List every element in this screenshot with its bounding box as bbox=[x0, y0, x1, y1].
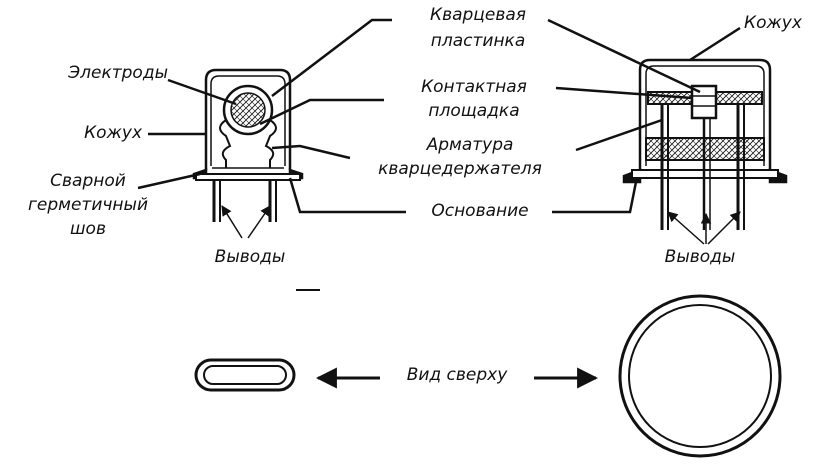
label-holder-fittings-1: Арматура bbox=[426, 135, 514, 155]
label-holder-fittings-2: кварцедержателя bbox=[378, 159, 542, 179]
label-leads-right: Выводы bbox=[664, 247, 736, 267]
left-base bbox=[195, 173, 301, 181]
left-casing bbox=[204, 68, 292, 170]
label-casing-right: Кожух bbox=[744, 13, 802, 33]
label-welded-seam-3: шов bbox=[70, 219, 106, 239]
label-electrodes: Электроды bbox=[68, 63, 168, 83]
label-welded-seam-1: Сварной bbox=[50, 171, 126, 191]
label-quartz-plate-1: Кварцевая bbox=[430, 5, 526, 25]
label-leads-left: Выводы bbox=[214, 247, 286, 267]
leader-lines bbox=[137, 18, 741, 214]
label-welded-seam-2: герметичный bbox=[27, 195, 149, 215]
label-base: Основание bbox=[431, 201, 529, 221]
right-resonator bbox=[622, 58, 788, 245]
label-contact-pad-1: Контактная bbox=[421, 77, 527, 97]
top-view-left bbox=[194, 358, 296, 392]
left-resonator bbox=[192, 68, 304, 239]
label-top-view: Вид сверху bbox=[406, 365, 508, 385]
top-view-right bbox=[618, 294, 782, 458]
label-contact-pad-2: площадка bbox=[428, 101, 520, 121]
right-casing bbox=[638, 58, 772, 170]
label-casing-left: Кожух bbox=[84, 123, 142, 143]
label-quartz-plate-2: пластинка bbox=[430, 31, 526, 51]
